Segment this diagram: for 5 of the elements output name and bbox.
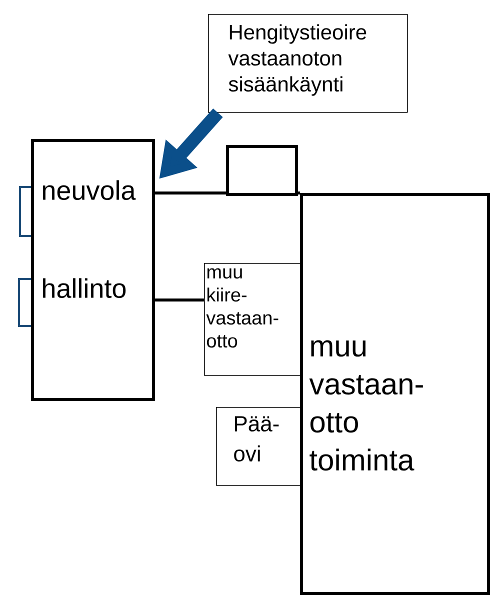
- building-box: neuvola hallinto: [31, 139, 155, 401]
- room-box: muu kiire-vastaan-otto: [204, 263, 301, 376]
- building-box: [226, 145, 298, 196]
- door-box: Pää-ovi: [216, 407, 301, 486]
- callout-box: Hengitystieoire vastaanoton sisäänkäynti: [208, 14, 408, 113]
